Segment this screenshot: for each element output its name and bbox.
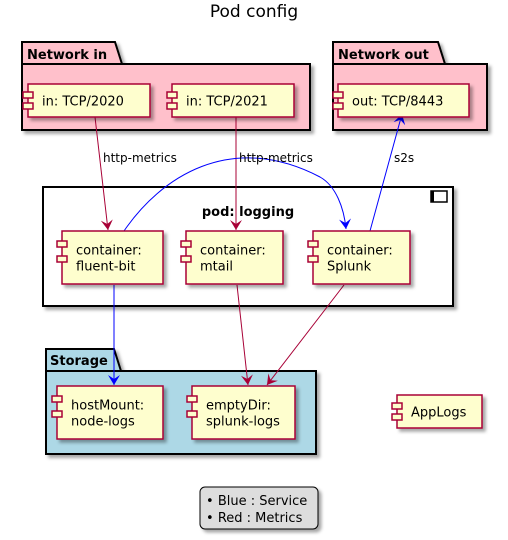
diagram-title: Pod config [210,2,298,22]
component-in-tcp-2020-box [27,83,151,118]
component-tab-icon [51,410,63,418]
component-hostmount: hostMount:node-logs [51,385,164,440]
edge-label-splunk-s2s: s2s [394,151,414,165]
component-out-tcp-8443: out: TCP/8443 [332,83,470,118]
legend-item-service: • Blue : Service [206,494,307,509]
component-tab-icon [186,395,198,403]
component-mtail-label-line: mtail [200,260,233,275]
node-icon [430,190,448,203]
component-fluent-bit: container:fluent-bit [56,230,164,285]
component-applogs-label-line: AppLogs [411,406,467,421]
component-emptydir-label-line: splunk-logs [206,415,280,430]
edge-fluent-bit-to-splunk [123,157,352,232]
component-tab-icon [307,255,319,263]
component-tab-icon [332,102,344,110]
components-layer: in: TCP/2020 in: TCP/2021 out: TCP/8443 con… [22,83,483,440]
component-tab-icon [307,240,319,248]
component-hostmount-label-line: node-logs [71,415,135,430]
component-tab-icon [166,91,178,99]
component-mtail-box [185,230,284,285]
component-mtail: container:mtail [180,230,284,285]
edge-mtail-to-emptydir [236,284,253,386]
component-splunk: container:Splunk [307,230,411,285]
legend-item-metrics: • Red : Metrics [206,511,303,526]
component-tab-icon [180,240,192,248]
component-tab-icon [391,402,403,410]
component-splunk-label-line: Splunk [327,260,372,275]
component-emptydir-box [191,385,296,440]
edges-layer [94,113,406,386]
component-tab-icon [56,255,68,263]
edge-label-in2020-http-metrics: http-metrics [103,151,177,165]
package-network-out-label: Network out [338,48,429,63]
edge-splunk-to-emptydir [266,284,345,386]
component-splunk-label-line: container: [327,244,393,259]
component-tab-icon [22,102,34,110]
component-applogs-box [396,394,483,429]
component-in-tcp-2021-box [171,83,295,118]
component-out-tcp-8443-label-line: out: TCP/8443 [352,95,443,110]
component-tab-icon [166,102,178,110]
component-in-tcp-2021: in: TCP/2021 [166,83,295,118]
component-tab-icon [22,91,34,99]
component-tab-icon [180,255,192,263]
component-tab-icon [51,395,63,403]
component-in-tcp-2021-label-line: in: TCP/2021 [186,95,268,110]
edge-splunk-to-out-8443 [369,113,406,232]
component-hostmount-label-line: hostMount: [71,399,144,414]
component-applogs: AppLogs [391,394,483,429]
component-in-tcp-2020: in: TCP/2020 [22,83,151,118]
component-out-tcp-8443-box [337,83,470,118]
pod-label: pod: logging [202,205,294,220]
component-tab-icon [332,91,344,99]
component-splunk-box [312,230,411,285]
package-storage-label: Storage [50,354,108,369]
component-in-tcp-2020-label-line: in: TCP/2020 [42,95,124,110]
component-emptydir-label-line: emptyDir: [206,399,271,414]
component-hostmount-box [56,385,164,440]
component-fluent-bit-label-line: fluent-bit [76,260,135,275]
component-fluent-bit-label-line: container: [76,244,142,259]
package-network-in-label: Network in [27,48,107,63]
edge-in2020-to-fluent-bit [94,116,113,231]
component-tab-icon [186,410,198,418]
component-mtail-label-line: container: [200,244,266,259]
component-fluent-bit-box [61,230,164,285]
edge-label-in2021-http-metrics: http-metrics [239,151,313,165]
legend [199,486,319,530]
component-emptydir: emptyDir:splunk-logs [186,385,296,440]
component-tab-icon [391,413,403,421]
component-tab-icon [56,240,68,248]
